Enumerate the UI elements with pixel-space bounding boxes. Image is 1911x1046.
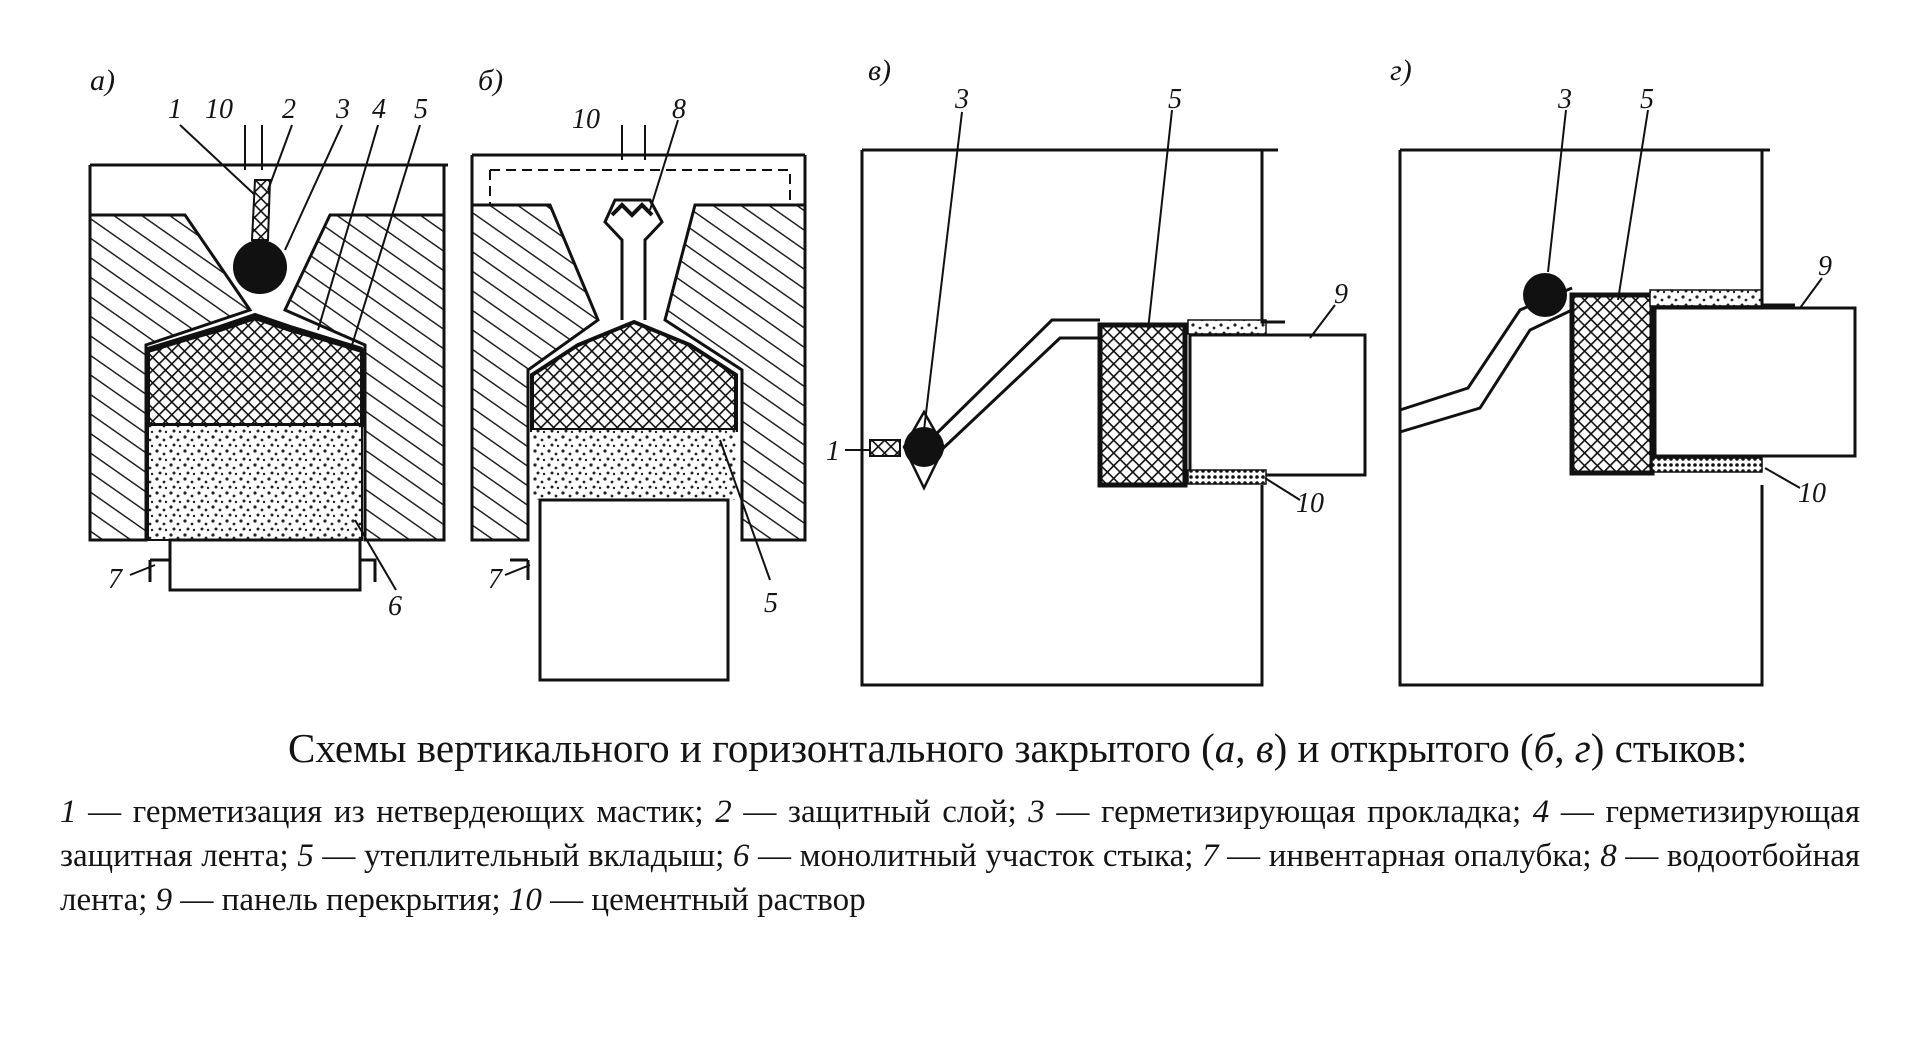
panel-b-left-wall — [470, 203, 600, 542]
panel-v-slab — [1188, 333, 1367, 477]
callout-v-1: 1 — [826, 436, 840, 467]
panel-b-letter: б) — [478, 64, 503, 97]
figure-caption: Схемы вертикального и горизонтального за… — [60, 720, 1860, 922]
legend-item-1: 1 — герметизация из нетвердеющих мастик; — [60, 794, 716, 830]
legend-item-5: 5 — утеплительный вкладыш; — [297, 838, 733, 874]
callout-g-9: 9 — [1818, 251, 1832, 282]
callout-b-10: 10 — [572, 104, 600, 135]
legend-item-6: 6 — монолитный участок стыка; — [732, 838, 1203, 874]
panel-a-gasket — [233, 240, 287, 294]
panel-a-left-wall — [88, 213, 253, 542]
panel-a-formwork — [168, 538, 362, 592]
panel-a-letter: а) — [90, 64, 115, 97]
callout-b-7: 7 — [488, 564, 503, 595]
panel-v: в) 3 5 9 1 10 — [826, 54, 1367, 687]
callout-a-1: 1 — [168, 94, 182, 125]
panel-b-right-wall — [663, 203, 807, 542]
panel-a: а) 1 10 2 — [88, 64, 448, 622]
callout-g-10: 10 — [1798, 478, 1826, 509]
callout-v-5: 5 — [1168, 84, 1182, 115]
legend: 1 — герметизация из нетвердеющих мастик;… — [60, 790, 1860, 922]
panel-v-mortar — [1187, 469, 1267, 485]
callout-v-9: 9 — [1334, 279, 1348, 310]
legend-item-3: 3 — герметизирующая прокладка; — [1028, 794, 1533, 830]
callout-g-3: 3 — [1557, 84, 1572, 115]
panel-a-monolithic — [147, 424, 363, 541]
panel-v-letter: в) — [868, 54, 891, 87]
legend-item-9: 9 — панель перекрытия; — [155, 882, 509, 918]
callout-a-7: 7 — [108, 564, 123, 595]
callout-a-3: 3 — [335, 94, 350, 125]
panel-g-letter: г) — [1390, 54, 1412, 87]
callout-a-6: 6 — [388, 591, 402, 622]
legend-item-4: 4 — герметизирующая защитная лента; — [60, 794, 1861, 874]
panel-g: г) 3 5 9 10 — [1390, 54, 1857, 687]
panel-v-insulation — [1097, 322, 1188, 488]
callout-b-8: 8 — [672, 94, 686, 125]
panel-v-gasket — [904, 427, 944, 467]
joint-schemes-figure: а) 1 10 2 — [88, 54, 1857, 687]
callout-v-10: 10 — [1296, 488, 1324, 519]
legend-item-7: 7 — инвентарная опалубка; — [1202, 838, 1601, 874]
legend-item-8: 8 — водоотбойная лента; — [60, 838, 1861, 918]
callout-a-10: 10 — [205, 94, 233, 125]
callout-v-3: 3 — [954, 84, 969, 115]
panel-g-insulation — [1569, 292, 1655, 476]
panel-b-water-tape — [610, 202, 654, 218]
legend-item-2: 2 — защитный слой; — [715, 794, 1029, 830]
callout-b-5: 5 — [764, 588, 778, 619]
callout-a-2: 2 — [282, 94, 296, 125]
panel-g-gasket — [1523, 273, 1567, 317]
panel-a-right-wall — [282, 213, 446, 542]
panel-g-mortar — [1651, 457, 1763, 473]
panel-b-formwork — [538, 498, 730, 682]
caption-title: Схемы вертикального и горизонтального за… — [288, 725, 1748, 771]
callout-a-5: 5 — [414, 94, 428, 125]
panel-b: б) 10 8 7 5 — [470, 64, 807, 682]
panel-g-slab — [1653, 306, 1857, 458]
legend-item-10: 10 — цементный раствор — [508, 882, 866, 918]
callout-a-4: 4 — [372, 94, 386, 125]
callout-g-5: 5 — [1640, 84, 1654, 115]
